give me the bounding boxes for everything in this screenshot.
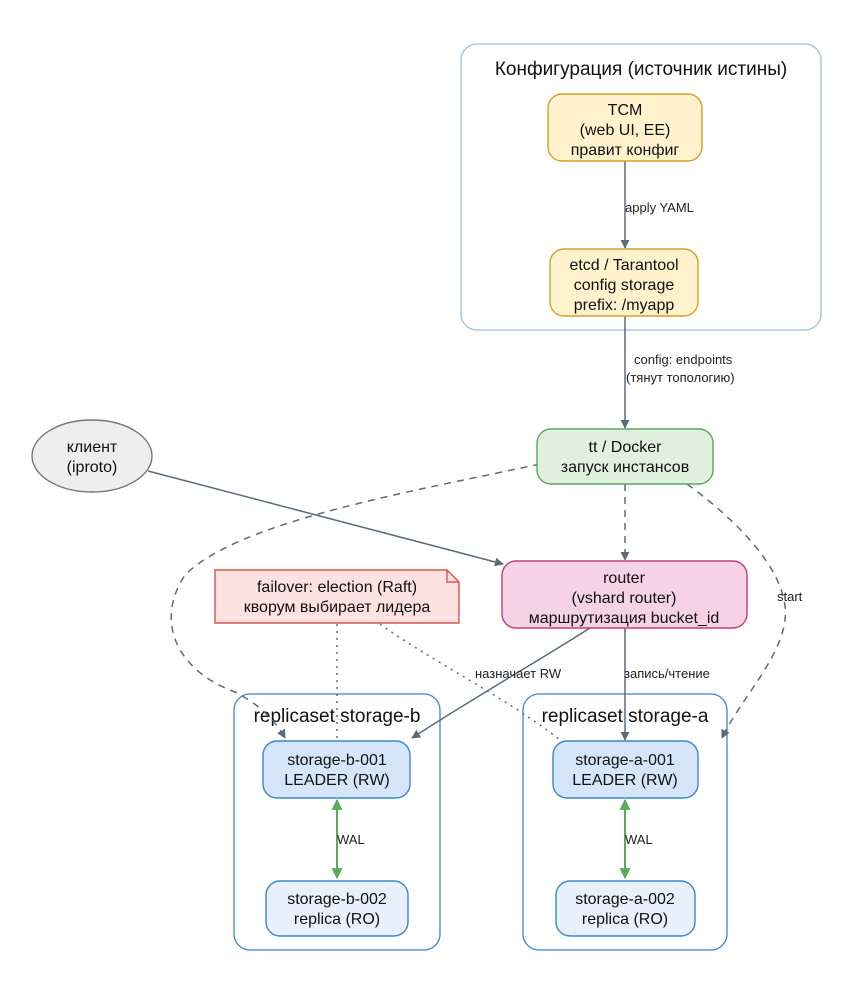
node-storage-a-002[interactable]: storage-a-002 replica (RO) (555, 880, 696, 937)
node-failover-note-shape (214, 569, 460, 624)
node-client-shape (31, 419, 153, 493)
node-storage-b-001-line-2: LEADER (RW) (284, 772, 390, 789)
node-storage-b-002[interactable]: storage-b-002 replica (RO) (265, 880, 409, 937)
node-storage-a-001-line-1: storage-a-001 (575, 752, 675, 769)
node-storage-a-002-line-2: replica (RO) (582, 911, 668, 928)
node-storage-b-002-line-1: storage-b-002 (287, 891, 387, 908)
node-tcm-line-2: (web UI, EE) (580, 122, 671, 139)
node-etcd-line-1: etcd / Tarantool (569, 257, 678, 274)
edge-tt-storage-b-001 (170, 463, 541, 739)
node-client-line-1: клиент (67, 439, 118, 456)
node-storage-a-002-box (555, 880, 696, 937)
node-client[interactable]: клиент (iproto) (31, 419, 153, 493)
node-storage-b-002-box (265, 880, 409, 937)
node-storage-b-001[interactable]: storage-b-001 LEADER (RW) (262, 740, 411, 799)
edges (147, 161, 787, 880)
node-storage-b-002-line-2: replica (RO) (294, 911, 380, 928)
node-etcd-line-3: prefix: /myapp (574, 297, 675, 314)
node-tt-docker[interactable]: tt / Docker запуск инстансов (536, 428, 714, 485)
node-tt-docker-box (536, 428, 714, 485)
node-etcd-line-2: config storage (574, 277, 675, 294)
node-storage-a-001-line-2: LEADER (RW) (572, 772, 678, 789)
node-etcd[interactable]: etcd / Tarantool config storage prefix: … (549, 248, 699, 317)
edge-label-assigns-rw: назначает RW (475, 666, 562, 681)
node-failover-note[interactable]: failover: election (Raft) кворум выбирае… (214, 569, 460, 624)
node-etcd-box (549, 248, 699, 317)
node-tcm-box (547, 93, 703, 162)
node-failover-note-line-2: кворум выбирает лидера (244, 599, 431, 616)
cluster-config-border (460, 43, 822, 331)
node-tcm[interactable]: TCM (web UI, EE) правит конфиг (547, 93, 703, 162)
cluster-config: Конфигурация (источник истины) (460, 43, 822, 331)
edge-label-read-write: запись/чтение (624, 666, 710, 681)
node-router-box (501, 560, 748, 629)
edge-failover-storage-a-001 (379, 623, 561, 741)
edge-router-storage-b-001 (411, 627, 591, 739)
edge-tt-storage-a-001 (686, 483, 787, 739)
node-storage-a-002-line-1: storage-a-002 (575, 891, 675, 908)
node-tt-docker-line-1: tt / Docker (589, 439, 663, 456)
node-router[interactable]: router (vshard router) маршрутизация buc… (501, 560, 748, 629)
edge-label-endpoints-1: config: endpoints (634, 352, 733, 367)
cluster-config-label: Конфигурация (источник истины) (495, 59, 787, 80)
node-failover-note-fold (446, 570, 459, 583)
node-router-line-1: router (603, 570, 645, 587)
node-storage-b-001-box (262, 740, 411, 799)
node-tcm-line-1: TCM (608, 102, 643, 119)
edge-label-start: start (777, 589, 803, 604)
node-tt-docker-line-2: запуск инстансов (561, 459, 689, 476)
node-router-line-2: (vshard router) (572, 590, 677, 607)
edge-labels: apply YAML config: endpoints (тянут топо… (337, 200, 803, 847)
node-storage-b-001-line-1: storage-b-001 (287, 752, 387, 769)
edge-label-wal-a: WAL (625, 832, 653, 847)
edge-label-endpoints-2: (тянут топологию) (626, 370, 735, 385)
node-storage-a-001-box (552, 740, 699, 799)
node-tcm-line-3: правит конфиг (571, 142, 680, 159)
node-router-line-3: маршрутизация bucket_id (529, 610, 720, 627)
edge-client-router (147, 470, 504, 567)
edge-label-apply-yaml: apply YAML (625, 200, 694, 215)
node-failover-note-line-1: failover: election (Raft) (257, 579, 417, 596)
edge-label-wal-b: WAL (337, 832, 365, 847)
node-storage-a-001[interactable]: storage-a-001 LEADER (RW) (552, 740, 699, 799)
node-client-line-2: (iproto) (67, 459, 118, 476)
